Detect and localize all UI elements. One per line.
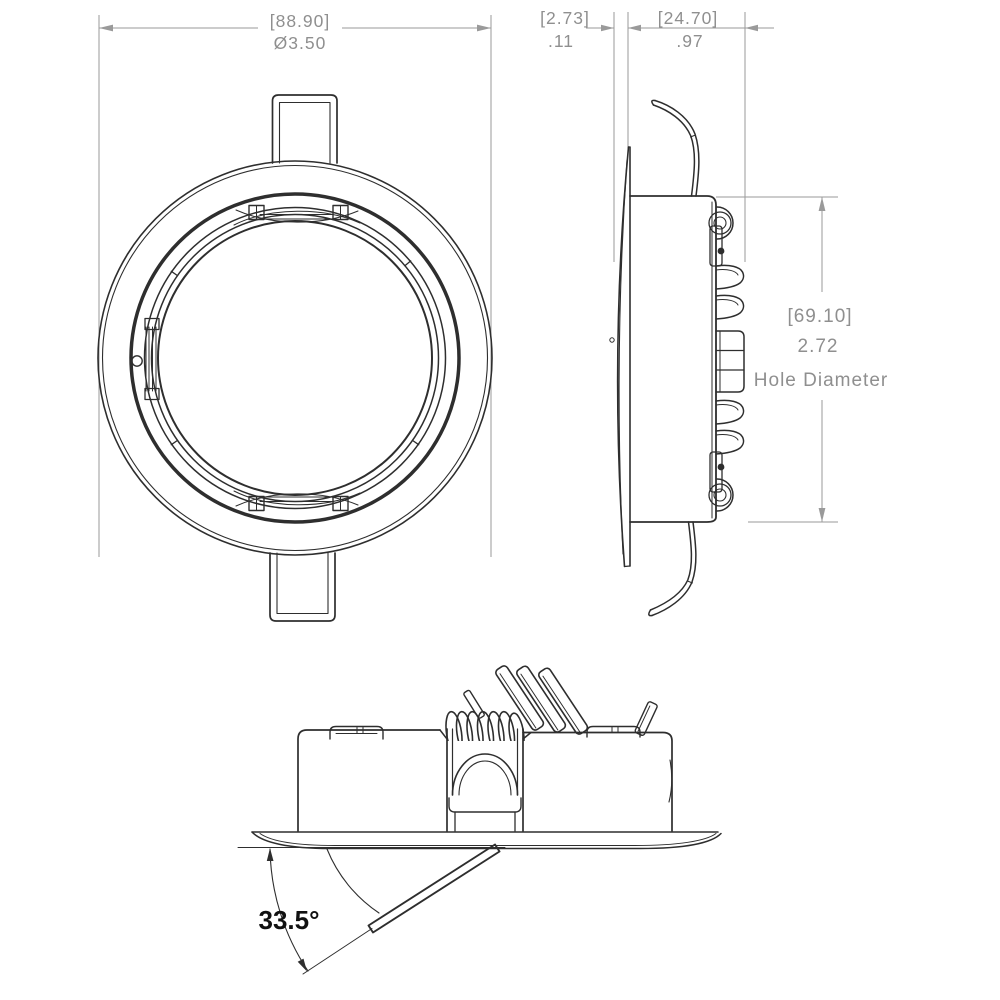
flange-nub (609, 337, 615, 343)
dim-mounting-depth: [24.70] .97 (628, 8, 774, 262)
gimbal-bracket (446, 728, 524, 832)
spring-wire-bottom (648, 521, 697, 617)
mounting-tab-top (271, 94, 338, 164)
dim-hole-in: 2.72 (798, 336, 839, 357)
front-view: [88.90] Ø3.50 (97, 11, 493, 622)
housing-seam (668, 759, 673, 803)
spring-clip-top (233, 204, 361, 226)
angle-extension-line (302, 928, 373, 975)
tilted-view: 33.5° (237, 665, 722, 975)
angle-arc-outer (326, 848, 380, 914)
bezel-circle (129, 192, 461, 524)
dim-hole-mm: [69.10] (787, 306, 852, 327)
body-profile (629, 195, 717, 523)
angle-dimension: 33.5° (237, 847, 506, 975)
tilted-lens (367, 843, 501, 934)
lens-opening-circle (157, 220, 433, 496)
screw-boss-top (708, 206, 734, 267)
dim-hole-label: Hole Diameter (754, 370, 888, 391)
pilot-hole (131, 355, 143, 367)
trim-ring (97, 160, 493, 556)
dim-depth-mm: [24.70] (658, 8, 719, 28)
dim-flange-in: .11 (548, 31, 574, 51)
hinge-detail (131, 317, 160, 401)
screw-boss-bottom (708, 451, 734, 512)
screw-dot-top (717, 247, 725, 255)
tilt-angle-label: 33.5° (258, 905, 319, 935)
flange-profile (609, 146, 631, 568)
mounting-tab-bottom (269, 552, 336, 622)
dim-diameter-in: Ø3.50 (274, 33, 327, 53)
dim-depth-in: .97 (676, 31, 703, 51)
side-view: [2.73] .11 [24.70] .97 (540, 8, 888, 617)
spring-wire-top (651, 99, 700, 197)
retaining-ring-ticks (170, 260, 420, 446)
dim-overall-diameter: [88.90] Ø3.50 (98, 11, 492, 557)
dim-diameter-mm: [88.90] (270, 11, 331, 31)
trim-flange (251, 831, 722, 850)
dim-hole-diameter: [69.10] 2.72 Hole Diameter (716, 196, 888, 523)
bracket-arch (451, 753, 519, 796)
screw-dot-bottom (717, 463, 725, 471)
spring-clip-bottom (233, 490, 361, 512)
tilted-housing (297, 725, 673, 832)
heatsink-fins (715, 264, 745, 455)
angle-arc-inner (269, 848, 309, 972)
dim-flange-thickness: [2.73] .11 (540, 8, 629, 262)
dim-flange-mm: [2.73] (540, 8, 590, 28)
